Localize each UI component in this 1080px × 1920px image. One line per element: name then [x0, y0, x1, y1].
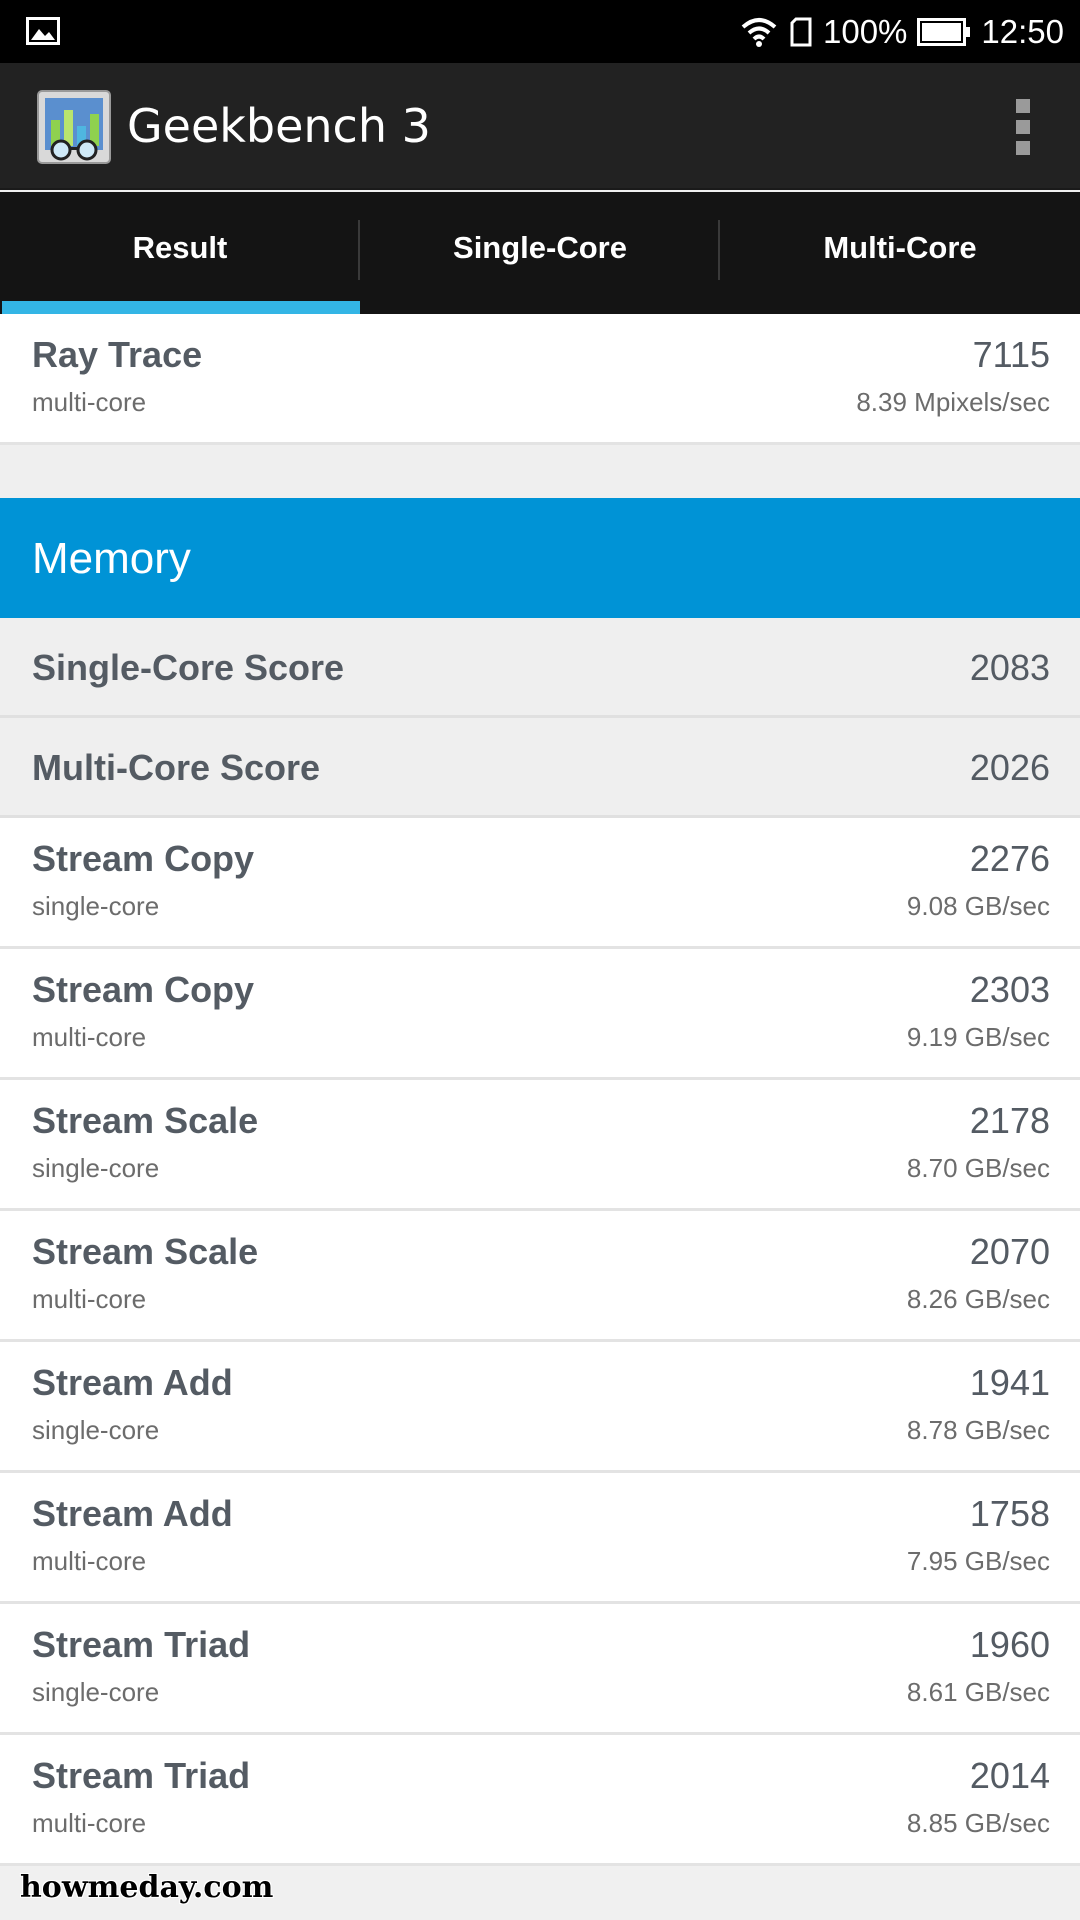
benchmark-score: 2178 — [969, 1100, 1050, 1141]
benchmark-mode: multi-core — [32, 1808, 147, 1838]
benchmark-mode: single-core — [32, 891, 160, 921]
benchmark-name: Stream Copy — [32, 838, 255, 879]
benchmark-mode: multi-core — [32, 387, 147, 417]
status-bar: 100% 12:50 — [0, 0, 1080, 63]
tab-result[interactable]: Result — [0, 192, 360, 314]
benchmark-score: 2014 — [969, 1755, 1050, 1796]
score-name: Single-Core Score — [32, 647, 345, 688]
tab-selected-indicator — [2, 301, 360, 314]
benchmark-rate: 9.19 GB/sec — [906, 1022, 1050, 1052]
battery-percent: 100% — [823, 12, 908, 50]
benchmark-rate: 8.85 GB/sec — [906, 1808, 1050, 1838]
list-item: Stream Triad multi-core 2014 8.85 GB/sec — [0, 1735, 1080, 1866]
overflow-menu-icon — [1016, 99, 1030, 113]
benchmark-rate: 7.95 GB/sec — [906, 1546, 1050, 1576]
benchmark-mode: single-core — [32, 1677, 160, 1707]
benchmark-mode: multi-core — [32, 1284, 147, 1314]
list-item: Ray Trace multi-core 7115 8.39 Mpixels/s… — [0, 314, 1080, 445]
list-item: Stream Add single-core 1941 8.78 GB/sec — [0, 1342, 1080, 1473]
list-item: Stream Triad single-core 1960 8.61 GB/se… — [0, 1604, 1080, 1735]
tab-divider — [358, 220, 360, 280]
benchmark-name: Stream Add — [32, 1493, 233, 1534]
benchmark-mode: multi-core — [32, 1546, 147, 1576]
benchmark-mode: multi-core — [32, 1022, 147, 1052]
result-list[interactable]: Ray Trace multi-core 7115 8.39 Mpixels/s… — [0, 314, 1080, 1866]
section-gap — [0, 445, 1080, 498]
list-item: Stream Copy single-core 2276 9.08 GB/sec — [0, 818, 1080, 949]
score-row: Multi-Core Score 2026 — [0, 718, 1080, 818]
benchmark-rate: 8.70 GB/sec — [906, 1153, 1050, 1183]
battery-icon — [917, 17, 971, 46]
image-notification-icon — [26, 17, 60, 45]
benchmark-rate: 8.39 Mpixels/sec — [856, 387, 1050, 417]
list-item: Stream Add multi-core 1758 7.95 GB/sec — [0, 1473, 1080, 1604]
benchmark-name: Ray Trace — [32, 334, 203, 375]
benchmark-rate: 8.26 GB/sec — [906, 1284, 1050, 1314]
watermark: howmeday.com — [20, 1870, 274, 1905]
action-bar: Geekbench 3 — [0, 63, 1080, 190]
list-item: Stream Scale multi-core 2070 8.26 GB/sec — [0, 1211, 1080, 1342]
benchmark-mode: single-core — [32, 1153, 160, 1183]
section-header-memory: Memory — [0, 498, 1080, 618]
score-name: Multi-Core Score — [32, 747, 321, 788]
benchmark-rate: 8.78 GB/sec — [906, 1415, 1050, 1445]
list-item: Stream Scale single-core 2178 8.70 GB/se… — [0, 1080, 1080, 1211]
tab-single-core[interactable]: Single-Core — [360, 192, 720, 314]
score-value: 2026 — [969, 747, 1050, 788]
benchmark-name: Stream Triad — [32, 1755, 251, 1796]
tab-label: Single-Core — [453, 230, 627, 265]
benchmark-score: 2303 — [969, 969, 1050, 1010]
tab-label: Result — [132, 230, 228, 265]
benchmark-score: 7115 — [972, 334, 1050, 375]
benchmark-score: 1758 — [969, 1493, 1050, 1534]
sim-card-icon — [790, 17, 812, 46]
clock: 12:50 — [981, 12, 1064, 50]
benchmark-name: Stream Copy — [32, 969, 255, 1010]
list-item: Stream Copy multi-core 2303 9.19 GB/sec — [0, 949, 1080, 1080]
score-row: Single-Core Score 2083 — [0, 618, 1080, 718]
benchmark-name: Stream Add — [32, 1362, 233, 1403]
benchmark-score: 1941 — [969, 1362, 1050, 1403]
benchmark-name: Stream Scale — [32, 1100, 259, 1141]
tab-divider — [718, 220, 720, 280]
benchmark-name: Stream Triad — [32, 1624, 251, 1665]
benchmark-mode: single-core — [32, 1415, 160, 1445]
app-title: Geekbench 3 — [127, 99, 431, 153]
score-value: 2083 — [969, 647, 1050, 688]
overflow-menu-button[interactable] — [1008, 99, 1038, 155]
benchmark-score: 2276 — [969, 838, 1050, 879]
geekbench-app-icon — [37, 90, 111, 164]
benchmark-score: 2070 — [969, 1231, 1050, 1272]
wifi-icon — [741, 17, 777, 47]
benchmark-rate: 9.08 GB/sec — [906, 891, 1050, 921]
tab-bar: Result Single-Core Multi-Core — [0, 192, 1080, 314]
section-title: Memory — [32, 534, 191, 583]
benchmark-name: Stream Scale — [32, 1231, 259, 1272]
tab-multi-core[interactable]: Multi-Core — [720, 192, 1080, 314]
benchmark-rate: 8.61 GB/sec — [906, 1677, 1050, 1707]
tab-label: Multi-Core — [823, 230, 977, 265]
benchmark-score: 1960 — [969, 1624, 1050, 1665]
